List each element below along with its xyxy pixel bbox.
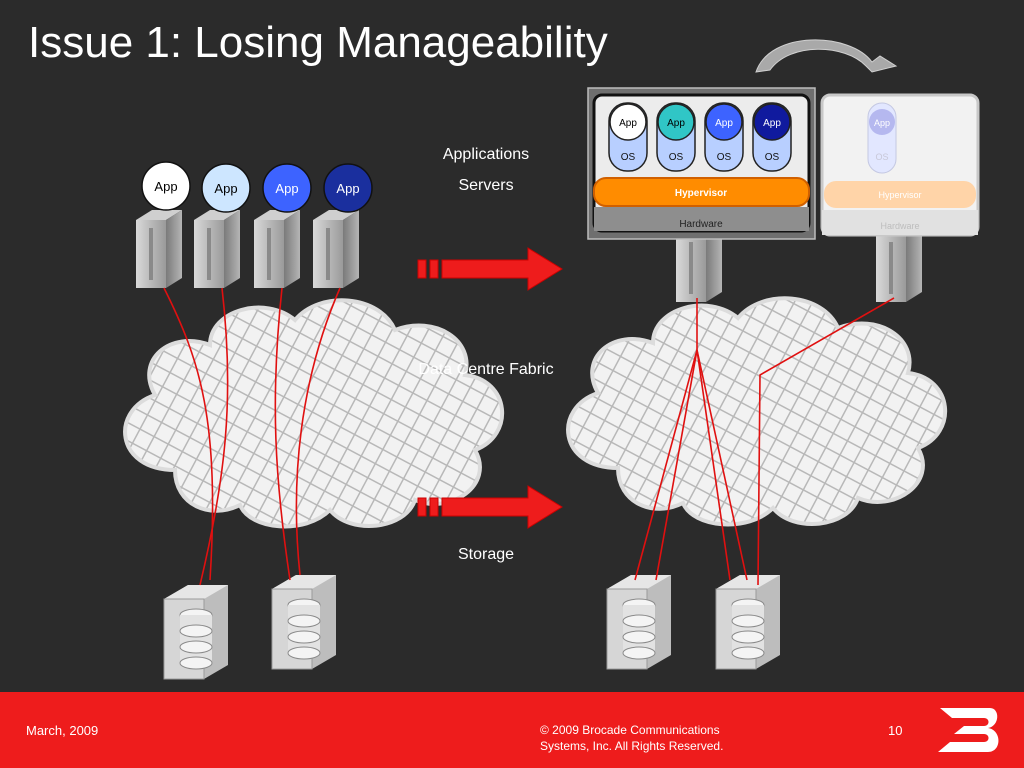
vm-app-label: App [763, 118, 781, 129]
footer-copyright: © 2009 Brocade Communications Systems, I… [540, 722, 760, 754]
ghost-os-label: OS [875, 152, 888, 162]
storage-label: Storage [458, 546, 514, 563]
storage-left-2 [271, 574, 337, 670]
vm-app-label: App [715, 118, 733, 129]
app-label: App [336, 181, 359, 196]
ghost-hardware-label: Hardware [880, 221, 919, 231]
vm-os-label: OS [621, 152, 636, 163]
footer-date: March, 2009 [26, 723, 99, 738]
virtual-host: Hypervisor Hardware App App App App OS O… [587, 87, 816, 240]
vm-app-label: App [619, 118, 637, 129]
storage-right-1 [606, 574, 672, 670]
right-links [634, 297, 895, 586]
vm-app-label: App [667, 118, 685, 129]
servers-label: Servers [458, 177, 513, 194]
migration-arrow [755, 39, 898, 73]
copyright-line-2: Systems, Inc. All Rights Reserved. [540, 739, 724, 753]
diagram-canvas: App App App App Hypervisor Hardware App … [123, 39, 980, 680]
ghost-app-label: App [874, 118, 890, 128]
server-1 [136, 210, 182, 288]
arrow-storage [417, 485, 563, 529]
app-label: App [275, 181, 298, 196]
left-app-bubbles: App App App App [141, 161, 373, 213]
fabric-cloud-right [566, 296, 948, 527]
hypervisor-label: Hypervisor [675, 188, 727, 199]
ghost-host: App OS Hypervisor Hardware [820, 93, 980, 237]
fabric-label: Data Centre Fabric [418, 361, 553, 378]
server-4 [313, 210, 359, 288]
left-links [163, 287, 341, 586]
footer: March, 2009 © 2009 Brocade Communication… [0, 692, 1024, 768]
page-title: Issue 1: Losing Manageability [28, 18, 608, 67]
arrow-servers [417, 247, 563, 291]
vm-os-label: OS [669, 152, 684, 163]
storage-left-1 [163, 584, 229, 680]
vm-os-label: OS [765, 152, 780, 163]
server-3 [254, 210, 300, 288]
brocade-logo-icon [938, 708, 999, 752]
vm-os-label: OS [717, 152, 732, 163]
hardware-label: Hardware [679, 219, 723, 230]
app-label: App [154, 179, 177, 194]
app-label: App [214, 181, 237, 196]
copyright-line-1: © 2009 Brocade Communications [540, 723, 720, 737]
page-number: 10 [888, 723, 903, 738]
fabric-cloud-left [123, 298, 505, 529]
ghost-hypervisor-label: Hypervisor [878, 190, 921, 200]
applications-label: Applications [443, 146, 529, 163]
storage-right-2 [715, 574, 781, 670]
server-2 [194, 210, 240, 288]
